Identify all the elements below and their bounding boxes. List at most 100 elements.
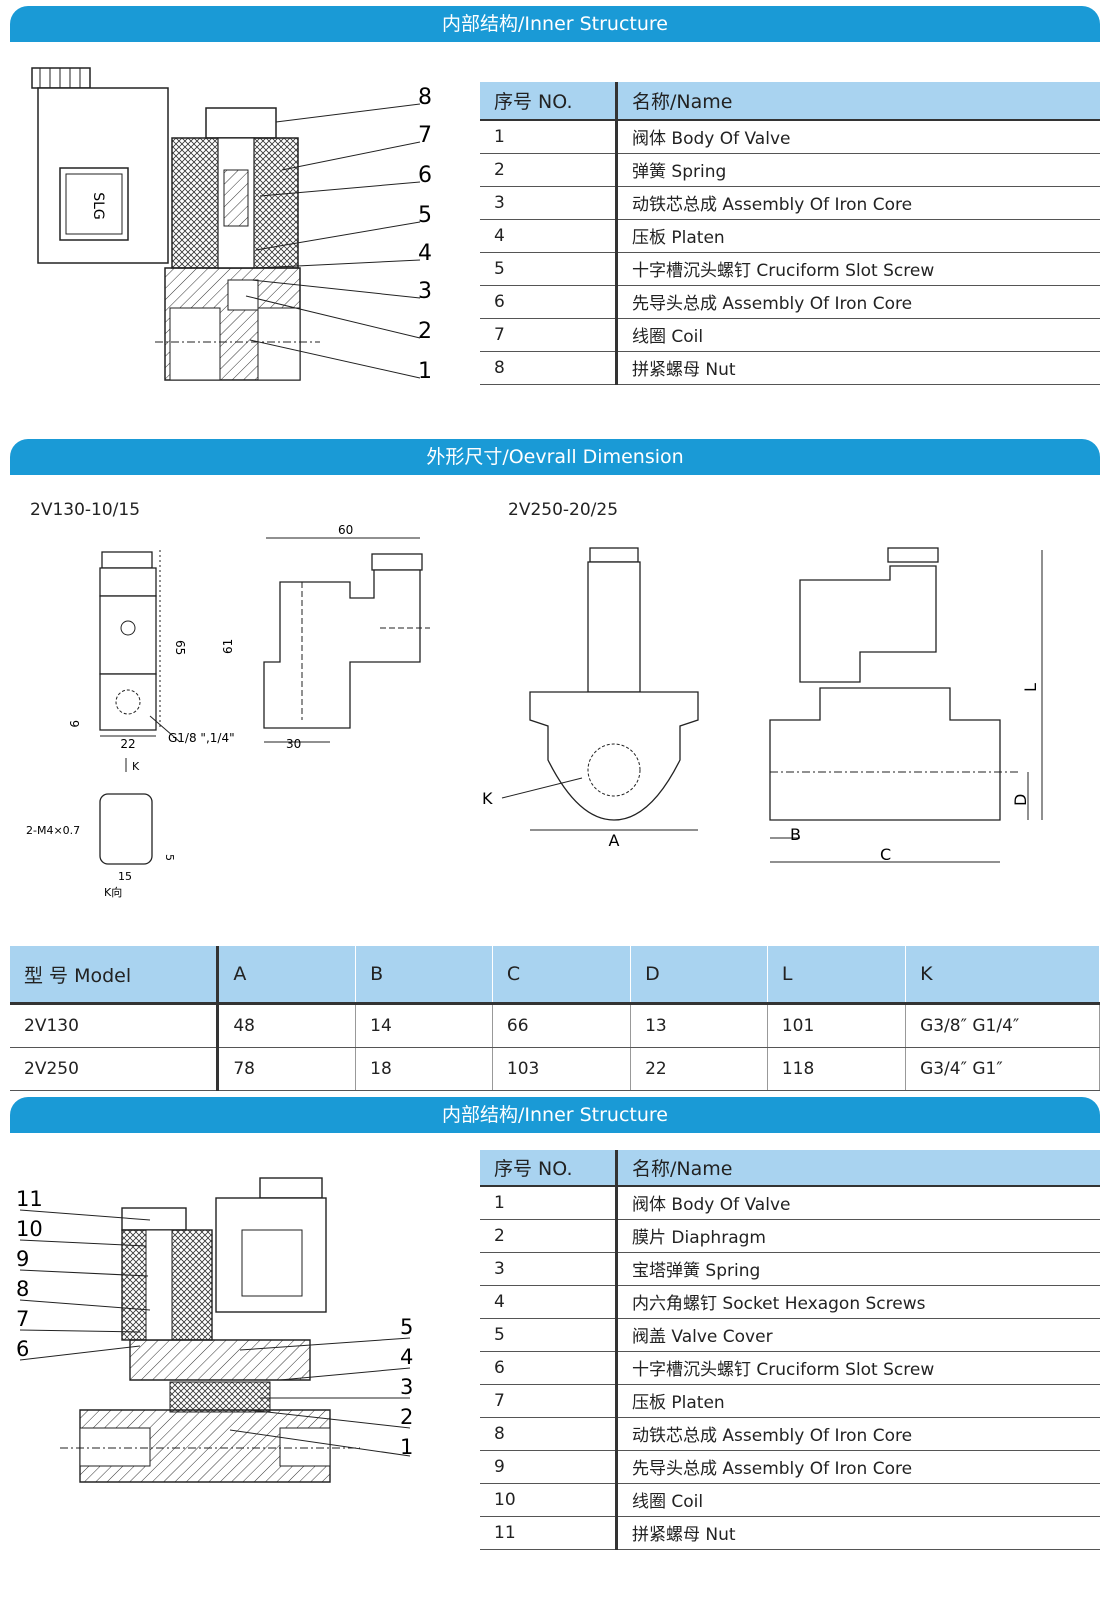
callout-7: 7 [418,123,432,148]
section-banner-dimension: 外形尺寸/Oevrall Dimension [10,439,1100,475]
part-number: 5 [480,1318,618,1352]
part-name: 压板 Platen [616,1384,1100,1418]
callout-3: 3 [418,279,432,304]
callout-6: 6 [418,163,432,188]
dim-15: 15 [118,870,132,883]
dim-D: D [1011,794,1030,806]
dimension-cell: 18 [355,1047,493,1091]
section-banner-inner-structure-2: 内部结构/Inner Structure [10,1097,1100,1133]
dimension-header-6: K [905,946,1100,1005]
callout-3: 3 [400,1375,413,1399]
part-number: 11 [480,1516,618,1550]
part-number: 4 [480,1285,618,1319]
part-number: 4 [480,219,618,253]
dim-L: L [1021,683,1040,692]
part-name: 先导头总成 Assembly Of Iron Core [616,1450,1100,1484]
dimension-drawing-2v130: 22 65 9 G1/8 ",1/4" K 60 61 30 2-M4×0.7 … [26,523,430,899]
inner-structure-drawing-1: SLG 8 7 6 5 4 3 2 1 [31,67,432,384]
callout-4: 4 [418,241,432,266]
dim-B: B [790,825,801,844]
inner-structure-drawing-2: 11 10 9 8 7 6 5 4 3 2 1 [16,1177,413,1483]
part-number: 2 [480,1219,618,1253]
part-name: 膜片 Diaphragm [616,1219,1100,1253]
callout-10: 10 [16,1217,43,1241]
part-number: 8 [480,351,618,385]
part-name: 阀盖 Valve Cover [616,1318,1100,1352]
dim-5: 5 [163,854,176,861]
connector-cap [31,67,91,89]
callout-4: 4 [400,1345,413,1369]
part-name: 阀体 Body Of Valve [616,1186,1100,1220]
part-number: 10 [480,1483,618,1517]
model-label-2v130: 2V130-10/15 [30,500,141,520]
part-name: 拼紧螺母 Nut [616,1516,1100,1550]
part-name: 动铁芯总成 Assembly Of Iron Core [616,1417,1100,1451]
part-number: 5 [480,252,618,286]
k-direction-label: K向 [104,885,122,899]
part-number: 3 [480,186,618,220]
dimension-drawing-2v250: A K B C D L [482,547,1043,864]
part-number: 1 [480,120,618,154]
section-title: 内部结构/Inner Structure [441,13,668,35]
part-name: 先导头总成 Assembly Of Iron Core [616,285,1100,319]
dimension-cell: 13 [630,1003,768,1048]
part-name: 线圈 Coil [616,1483,1100,1517]
dim-A: A [609,831,620,850]
dimension-cell: 2V250 [10,1047,220,1091]
section-title: 外形尺寸/Oevrall Dimension [426,446,684,468]
dim-65: 65 [173,640,187,655]
part-number: 2 [480,153,618,187]
callout-2: 2 [418,319,432,344]
slg-label: SLG [90,192,106,220]
callout-5: 5 [400,1315,413,1339]
callout-8: 8 [16,1277,29,1301]
dimension-cell: G3/8″ G1/4″ [905,1003,1100,1048]
part-name: 十字槽沉头螺钉 Cruciform Slot Screw [616,252,1100,286]
header-name: 名称/Name [616,82,1100,121]
callout-7: 7 [16,1307,29,1331]
part-name: 阀体 Body Of Valve [616,120,1100,154]
dim-C: C [880,845,891,864]
slg-plate [59,167,129,241]
callout-2: 2 [400,1405,413,1429]
part-number: 8 [480,1417,618,1451]
dimension-cell: 14 [355,1003,493,1048]
k-arrow-label: K [132,760,140,773]
header-no: 序号 NO. [480,1150,618,1187]
dimension-header-1: A [217,946,357,1005]
part-name: 内六角螺钉 Socket Hexagon Screws [616,1285,1100,1319]
part-number: 7 [480,1384,618,1418]
nut [205,107,277,139]
callout-9: 9 [16,1247,29,1271]
dim-m4: 2-M4×0.7 [26,824,80,837]
model-label-2v250: 2V250-20/25 [508,500,619,520]
callout-8: 8 [418,85,432,110]
part-number: 7 [480,318,618,352]
dim-60: 60 [338,523,353,537]
callout-5: 5 [418,203,432,228]
header-no: 序号 NO. [480,82,618,121]
section-title: 内部结构/Inner Structure [441,1104,668,1126]
dimension-cell: 103 [492,1047,632,1091]
dimension-header-4: D [630,946,768,1005]
